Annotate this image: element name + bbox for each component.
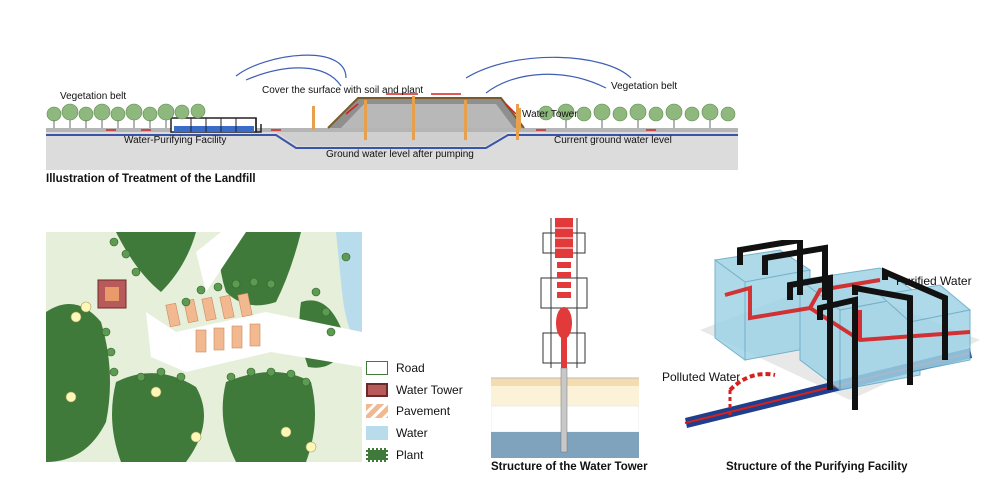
water-tower-caption: Structure of the Water Tower — [491, 461, 648, 473]
label-vegetation-left: Vegetation belt — [60, 91, 127, 102]
legend-water: Water — [366, 424, 428, 442]
purifying-facility-structure: Purified Water Polluted Water — [662, 236, 980, 440]
water-tower-structure — [490, 218, 640, 458]
legend-label: Water — [396, 426, 428, 440]
site-plan-drawing — [46, 232, 362, 462]
site-plan — [46, 232, 362, 462]
legend-road: Road — [366, 359, 425, 377]
water-tower-drawing — [490, 218, 640, 458]
plant-swatch — [366, 448, 388, 462]
legend-pavement: Pavement — [366, 402, 450, 420]
landfill-illustration: Vegetation belt Cover the surface with s… — [46, 48, 738, 170]
purifying-facility-drawing — [684, 236, 980, 428]
water-tower-swatch — [366, 383, 388, 397]
water-swatch — [366, 426, 388, 440]
legend-label: Water Tower — [396, 383, 463, 397]
label-cover-surface: Cover the surface with soil and plant — [262, 85, 424, 96]
label-groundwater-after: Ground water level after pumping — [326, 149, 474, 160]
legend-label: Road — [396, 361, 425, 375]
label-purifying-facility: Water-Purifying Facility — [124, 135, 227, 146]
label-polluted-water: Polluted Water — [662, 370, 741, 384]
legend-label: Pavement — [396, 404, 451, 418]
legend-water-tower: Water Tower — [366, 381, 463, 399]
pavement-swatch — [366, 404, 388, 418]
label-vegetation-right: Vegetation belt — [611, 81, 678, 92]
legend-plant: Plant — [366, 446, 423, 464]
legend-label: Plant — [396, 448, 424, 462]
landfill-section-drawing — [46, 54, 738, 170]
purifying-facility-caption: Structure of the Purifying Facility — [726, 461, 908, 473]
label-groundwater-current: Current ground water level — [554, 135, 672, 146]
label-water-tower: Water Tower — [522, 109, 578, 120]
label-purified-water: Purified Water — [896, 274, 972, 288]
landfill-caption: Illustration of Treatment of the Landfil… — [46, 173, 256, 185]
road-swatch — [366, 361, 388, 375]
